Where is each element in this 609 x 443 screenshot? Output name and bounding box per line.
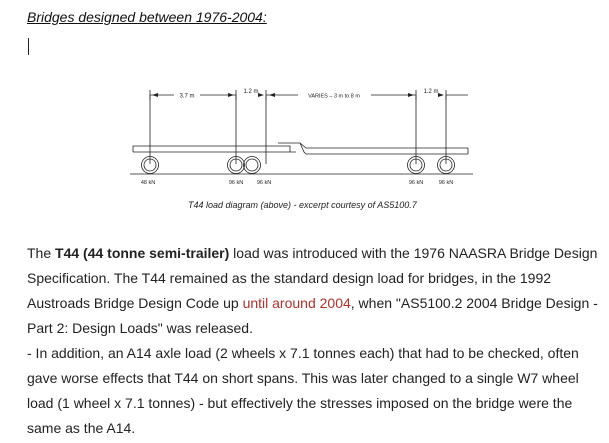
wheel xyxy=(439,158,453,172)
trailer-body xyxy=(278,142,468,149)
load-label: 96 kN xyxy=(409,180,423,186)
trailer-body xyxy=(299,142,468,155)
paragraph-text: , when "AS5100.2 2004 Bridge Design - Pa… xyxy=(27,295,598,336)
load-label: 96 kN xyxy=(439,180,453,186)
load-label: 48 kN xyxy=(141,180,155,186)
wheel xyxy=(407,156,425,174)
wheel xyxy=(229,158,243,172)
wheel xyxy=(409,158,423,172)
wheel xyxy=(143,158,157,172)
dimension-label: 1.2 m xyxy=(243,89,258,95)
bold-term: T44 (44 tonne semi-trailer) xyxy=(55,245,230,261)
dimension-label: 3.7 m xyxy=(179,94,194,100)
dimension-label: VARIES – 3 m to 8 m xyxy=(308,94,360,100)
wheel xyxy=(437,156,455,174)
wheel xyxy=(245,158,259,172)
paragraph-text: load was introduced with the 1976 NAASRA… xyxy=(27,245,598,311)
section-heading: Bridges designed between 1976-2004: xyxy=(27,9,267,25)
wheel xyxy=(227,156,245,174)
paragraph-a14: - In addition, an A14 axle load (2 wheel… xyxy=(27,345,579,436)
wheel xyxy=(243,156,261,174)
paragraph-text: The xyxy=(27,245,56,261)
load-label: 96 kN xyxy=(229,180,243,186)
until-around-2004-link[interactable]: until around 2004 xyxy=(242,295,351,311)
paragraph-t44: The T44 (44 tonne semi-trailer) load was… xyxy=(27,241,602,341)
t44-load-diagram: 3.7 m 1.2 m VARIES – 3 m to 8 m 1.2 m 48… xyxy=(130,89,473,186)
diagram-caption: T44 load diagram (above) - excerpt court… xyxy=(188,200,417,210)
dimension-label: 1.2 m xyxy=(423,89,438,95)
wheel xyxy=(141,156,159,174)
load-label: 96 kN xyxy=(257,180,271,186)
truck-body xyxy=(132,145,291,152)
text-cursor xyxy=(28,38,29,55)
